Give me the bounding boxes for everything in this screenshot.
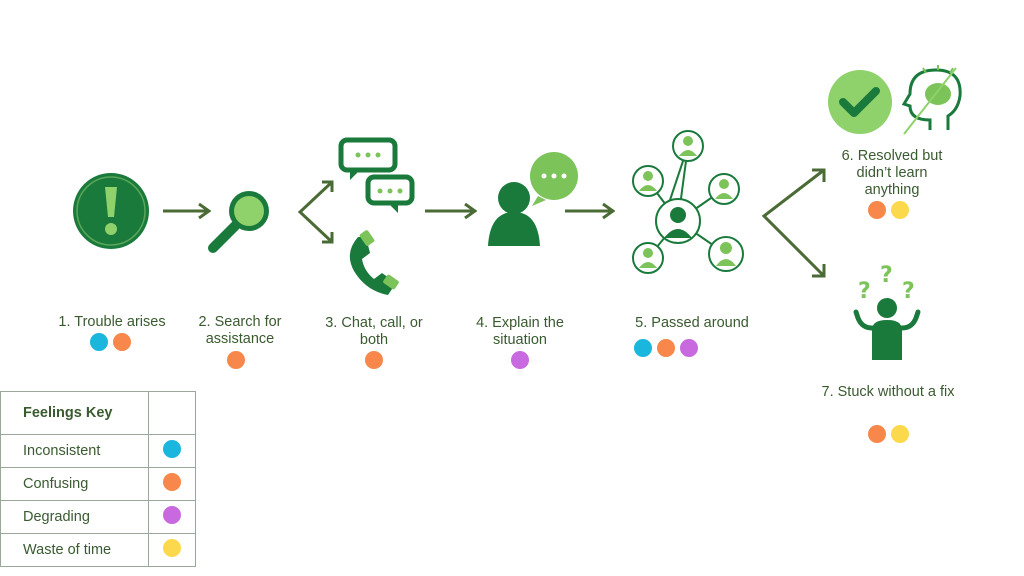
step-5-label: 5. Passed around	[635, 315, 749, 331]
confused-person-icon: ? ? ?	[853, 263, 921, 360]
arrow-2-to-3-split	[297, 180, 334, 244]
key-label-waste-of-time: Waste of time	[0, 533, 149, 567]
key-swatch-degrading	[163, 506, 181, 524]
feeling-dot-confusing	[657, 339, 675, 357]
key-label-inconsistent: Inconsistent	[0, 434, 149, 468]
feelings-key-table: Feelings Key Inconsistent Confusing Degr…	[0, 391, 196, 567]
svg-text:?: ?	[902, 279, 915, 304]
feeling-dot-inconsistent	[634, 339, 652, 357]
chat-phone-icon	[338, 137, 415, 295]
feeling-dot-degrading	[511, 351, 529, 369]
step-4-label: 4. Explain the situation	[476, 315, 564, 348]
step-6-label: 6. Resolved but didn’t learn anything	[841, 148, 943, 198]
arrow-3-to-4	[425, 202, 477, 220]
step-1-feelings	[62, 333, 158, 351]
svg-text:?: ?	[880, 263, 893, 288]
key-swatch-inconsistent	[163, 440, 181, 458]
key-swatch-waste-of-time	[163, 539, 181, 557]
feeling-dot-confusing	[227, 351, 245, 369]
step-4-feelings	[472, 351, 568, 369]
arrow-4-to-5	[565, 202, 615, 220]
feeling-dot-confusing	[867, 201, 886, 219]
speaking-person-icon	[488, 152, 578, 246]
step-5-feelings	[618, 339, 714, 357]
step-7-label: 7. Stuck without a fix	[821, 384, 955, 400]
feeling-dot-confusing	[867, 425, 886, 443]
feeling-dot-confusing	[112, 333, 131, 351]
arrow-5-to-outcomes-split	[761, 168, 826, 278]
magnifier-icon	[208, 191, 269, 253]
arrow-1-to-2	[163, 202, 211, 220]
feeling-dot-inconsistent	[89, 333, 108, 351]
step-3-feelings	[326, 351, 422, 369]
network-icon	[632, 130, 744, 274]
step-2-feelings	[188, 351, 284, 369]
step-7-feelings	[840, 425, 936, 443]
step-3-label: 3. Chat, call, or both	[325, 315, 423, 348]
step-2-label: 2. Search for assistance	[198, 314, 282, 347]
feeling-dot-confusing	[365, 351, 383, 369]
feeling-dot-degrading	[680, 339, 698, 357]
key-label-confusing: Confusing	[0, 467, 149, 501]
exclamation-icon	[73, 173, 149, 249]
feelings-key-title: Feelings Key	[0, 391, 149, 435]
feeling-dot-waste-of-time	[890, 425, 909, 443]
key-label-degrading: Degrading	[0, 500, 149, 534]
feeling-dot-waste-of-time	[890, 201, 909, 219]
check-brain-icon	[828, 65, 962, 135]
step-1-label: 1. Trouble arises	[58, 314, 166, 330]
step-6-feelings	[840, 201, 936, 219]
key-swatch-confusing	[163, 473, 181, 491]
svg-text:?: ?	[858, 279, 871, 304]
